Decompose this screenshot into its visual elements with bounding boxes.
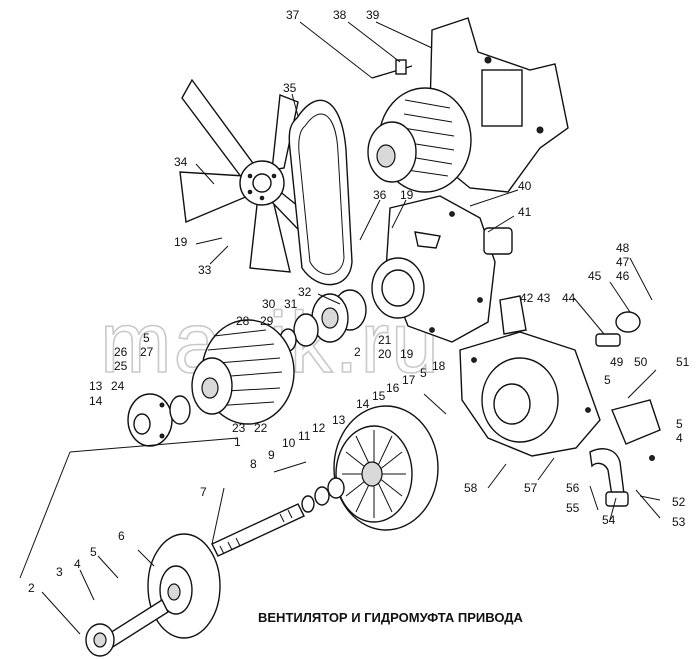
callout-50: 50 xyxy=(634,355,648,369)
callout-4: 4 xyxy=(676,431,683,445)
callout-5: 5 xyxy=(676,417,683,431)
callout-51: 51 xyxy=(676,355,690,369)
rear-bearing xyxy=(85,598,169,657)
callout-10: 10 xyxy=(282,436,296,450)
callout-25: 25 xyxy=(114,359,128,373)
callout-28: 28 xyxy=(236,314,250,328)
callout-5: 5 xyxy=(143,331,150,345)
callout-22: 22 xyxy=(254,421,268,435)
callout-16: 16 xyxy=(386,381,400,395)
callout-27: 27 xyxy=(140,345,154,359)
callout-4: 4 xyxy=(74,557,81,571)
callout-13: 13 xyxy=(332,413,346,427)
callout-39: 39 xyxy=(366,8,380,22)
callout-5: 5 xyxy=(420,366,427,380)
callout-5: 5 xyxy=(90,545,97,559)
pulley xyxy=(191,319,295,425)
callout-33: 33 xyxy=(198,263,212,277)
callout-38: 38 xyxy=(333,8,347,22)
callout-56: 56 xyxy=(566,481,580,495)
callout-29: 29 xyxy=(260,314,274,328)
callout-14: 14 xyxy=(89,394,103,408)
figure-caption: ВЕНТИЛЯТОР И ГИДРОМУФТА ПРИВОДА xyxy=(258,610,524,625)
callout-47: 47 xyxy=(616,255,630,269)
callout-19: 19 xyxy=(400,347,414,361)
pump-housing xyxy=(367,17,569,193)
callout-13: 13 xyxy=(89,379,103,393)
washers xyxy=(301,477,345,513)
rear-housing xyxy=(459,295,601,457)
callout-26: 26 xyxy=(114,345,128,359)
callout-49: 49 xyxy=(610,355,624,369)
callout-11: 11 xyxy=(298,429,311,443)
callout-3: 3 xyxy=(56,565,63,579)
callout-15: 15 xyxy=(372,389,386,403)
drive-shaft xyxy=(211,503,305,557)
leader-lines xyxy=(19,21,661,635)
finned-rotor xyxy=(333,405,439,531)
callout-19: 19 xyxy=(174,235,188,249)
callout-7: 7 xyxy=(200,485,207,499)
callout-53: 53 xyxy=(672,515,686,529)
drive-gear xyxy=(147,533,221,639)
callout-6: 6 xyxy=(118,529,125,543)
callout-41: 41 xyxy=(518,205,532,219)
callout-43: 43 xyxy=(537,291,551,305)
callout-42: 42 xyxy=(520,291,534,305)
oil-fitting xyxy=(595,311,641,347)
callout-labels: 37 38 39 35 34 36 19 19 33 40 41 32 30 3… xyxy=(28,8,690,595)
callout-5: 5 xyxy=(604,373,611,387)
callout-35: 35 xyxy=(283,81,297,95)
bearing-stack xyxy=(279,289,367,352)
callout-2: 2 xyxy=(354,345,361,359)
fluid-coupling-housing xyxy=(371,195,513,343)
drive-belt xyxy=(288,99,353,286)
callout-57: 57 xyxy=(524,481,538,495)
callout-23: 23 xyxy=(232,421,246,435)
callout-54: 54 xyxy=(602,513,616,527)
callout-31: 31 xyxy=(284,297,298,311)
callout-45: 45 xyxy=(588,269,602,283)
callout-12: 12 xyxy=(312,421,326,435)
callout-37: 37 xyxy=(286,8,300,22)
callout-2: 2 xyxy=(28,581,35,595)
callout-21: 21 xyxy=(378,333,392,347)
callout-17: 17 xyxy=(402,373,416,387)
callout-34: 34 xyxy=(174,155,188,169)
callout-19: 19 xyxy=(400,188,414,202)
callout-40: 40 xyxy=(518,179,532,193)
callout-14: 14 xyxy=(356,397,370,411)
callout-30: 30 xyxy=(262,297,276,311)
callout-44: 44 xyxy=(562,291,576,305)
callout-9: 9 xyxy=(268,448,275,462)
drain-pipe xyxy=(589,399,661,507)
callout-48: 48 xyxy=(616,241,630,255)
callout-55: 55 xyxy=(566,501,580,515)
callout-24: 24 xyxy=(111,379,125,393)
callout-32: 32 xyxy=(298,285,312,299)
callout-18: 18 xyxy=(432,359,446,373)
callout-1: 1 xyxy=(234,435,241,449)
front-hub xyxy=(127,393,191,447)
callout-52: 52 xyxy=(672,495,686,509)
callout-20: 20 xyxy=(378,347,392,361)
callout-36: 36 xyxy=(373,188,387,202)
callout-46: 46 xyxy=(616,269,630,283)
callout-8: 8 xyxy=(250,457,257,471)
callout-58: 58 xyxy=(464,481,478,495)
